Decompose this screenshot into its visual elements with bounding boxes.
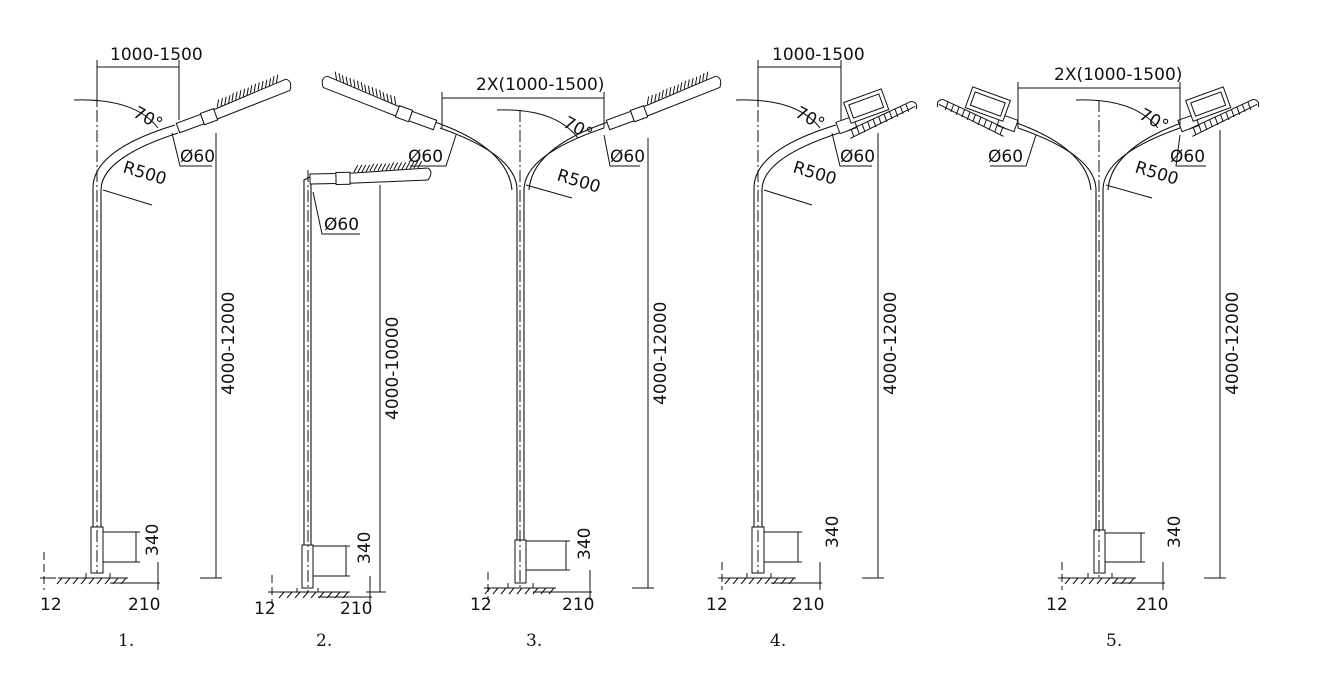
plate-thickness-label: 12	[1046, 595, 1068, 615]
drawing-number: 1.	[118, 631, 134, 651]
height-label: 4000-10000	[383, 317, 403, 420]
diameter-label: Ø60	[840, 147, 875, 167]
bend-radius-label: R500	[791, 158, 839, 190]
drawing-2: Ø60 4000-10000 340 12 210 2.	[254, 160, 432, 651]
angle-label: 70°	[1136, 105, 1172, 137]
drawing-number: 4.	[770, 631, 786, 651]
diameter-right-label: Ø60	[610, 147, 645, 167]
plate-thickness-label: 12	[254, 599, 276, 619]
base-width-label: 210	[562, 595, 594, 615]
drawing-1: 1000-1500 70° R500 Ø60 4000-12000 340 12…	[40, 45, 295, 651]
diameter-left-label: Ø60	[408, 147, 443, 167]
drawing-5: 2X(1000-1500) 70° R500 Ø60 Ø60 4000-1200…	[934, 65, 1262, 651]
arm-length-label: 1000-1500	[110, 45, 203, 65]
plate-thickness-label: 12	[706, 595, 728, 615]
bend-radius-label: R500	[121, 158, 169, 190]
base-height-label: 340	[823, 516, 843, 548]
diameter-right-label: Ø60	[1170, 147, 1205, 167]
plate-thickness-label: 12	[470, 595, 492, 615]
base-width-label: 210	[340, 599, 372, 619]
base-height-label: 340	[143, 524, 163, 556]
drawing-4: 1000-1500 70° R500 Ø60 4000-12000 340 12…	[706, 45, 920, 651]
drawing-number: 3.	[526, 631, 542, 651]
arm-span-label: 2X(1000-1500)	[1054, 65, 1182, 85]
height-label: 4000-12000	[651, 302, 671, 405]
base-height-label: 340	[1165, 516, 1185, 548]
base-height-label: 340	[355, 532, 375, 564]
drawing-3: 2X(1000-1500) 70° R500 Ø60 Ø60 4000-1200…	[318, 68, 725, 651]
base-width-label: 210	[128, 595, 160, 615]
height-label: 4000-12000	[881, 292, 901, 395]
drawing-number: 2.	[316, 631, 332, 651]
arm-length-label: 1000-1500	[772, 45, 865, 65]
base-width-label: 210	[792, 595, 824, 615]
height-label: 4000-12000	[1223, 292, 1243, 395]
plate-thickness-label: 12	[40, 595, 62, 615]
height-label: 4000-12000	[219, 292, 239, 395]
bend-radius-label: R500	[555, 166, 603, 198]
diameter-left-label: Ø60	[988, 147, 1023, 167]
diameter-label: Ø60	[324, 215, 359, 235]
base-height-label: 340	[575, 528, 595, 560]
diameter-label: Ø60	[180, 147, 215, 167]
angle-label: 70°	[560, 113, 596, 145]
drawing-number: 5.	[1106, 631, 1122, 651]
base-width-label: 210	[1136, 595, 1168, 615]
arm-span-label: 2X(1000-1500)	[476, 75, 604, 95]
